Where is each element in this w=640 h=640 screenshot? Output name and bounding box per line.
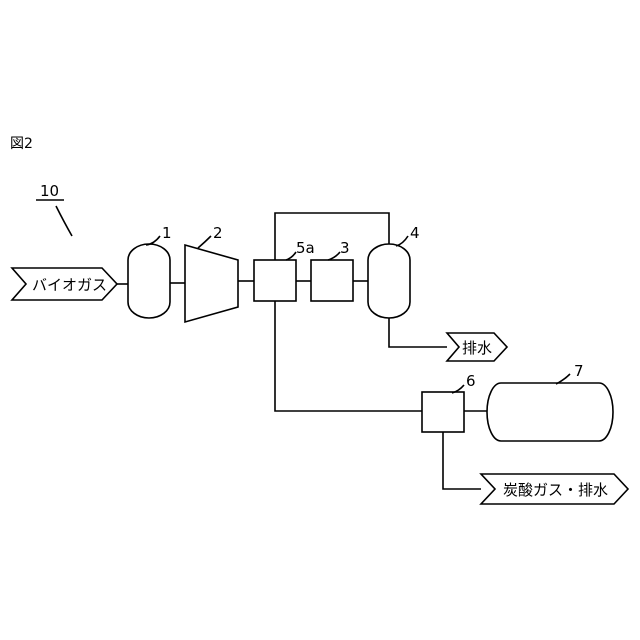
component-number-7: 7 (574, 362, 584, 380)
component-number-3: 3 (340, 239, 350, 257)
system-number: 10 (40, 182, 59, 200)
component-number-6: 6 (466, 372, 476, 390)
leader-2 (198, 236, 211, 248)
unit-6 (422, 392, 464, 432)
component-number-4: 4 (410, 224, 420, 242)
drain-label: 排水 (462, 339, 492, 357)
leader-3 (328, 252, 340, 260)
leader-4 (396, 236, 408, 246)
pipe-5a-to-6 (275, 301, 422, 411)
separator-4 (368, 244, 410, 318)
pipe-6-outlet (443, 432, 481, 489)
system-number-leader (56, 206, 72, 236)
tank-7 (487, 383, 613, 441)
unit-5a (254, 260, 296, 301)
component-number-1: 1 (162, 224, 172, 242)
compressor-2 (185, 245, 238, 322)
pipe-drain-4 (389, 318, 447, 347)
component-number-2: 2 (213, 224, 223, 242)
leader-5a (286, 252, 296, 260)
component-number-5a: 5a (296, 239, 315, 257)
inlet-label: バイオガス (32, 276, 107, 294)
co2-drain-label: 炭酸ガス・排水 (503, 481, 608, 499)
vessel-1 (128, 244, 170, 318)
unit-3 (311, 260, 353, 301)
figure-label: 図2 (10, 136, 33, 152)
